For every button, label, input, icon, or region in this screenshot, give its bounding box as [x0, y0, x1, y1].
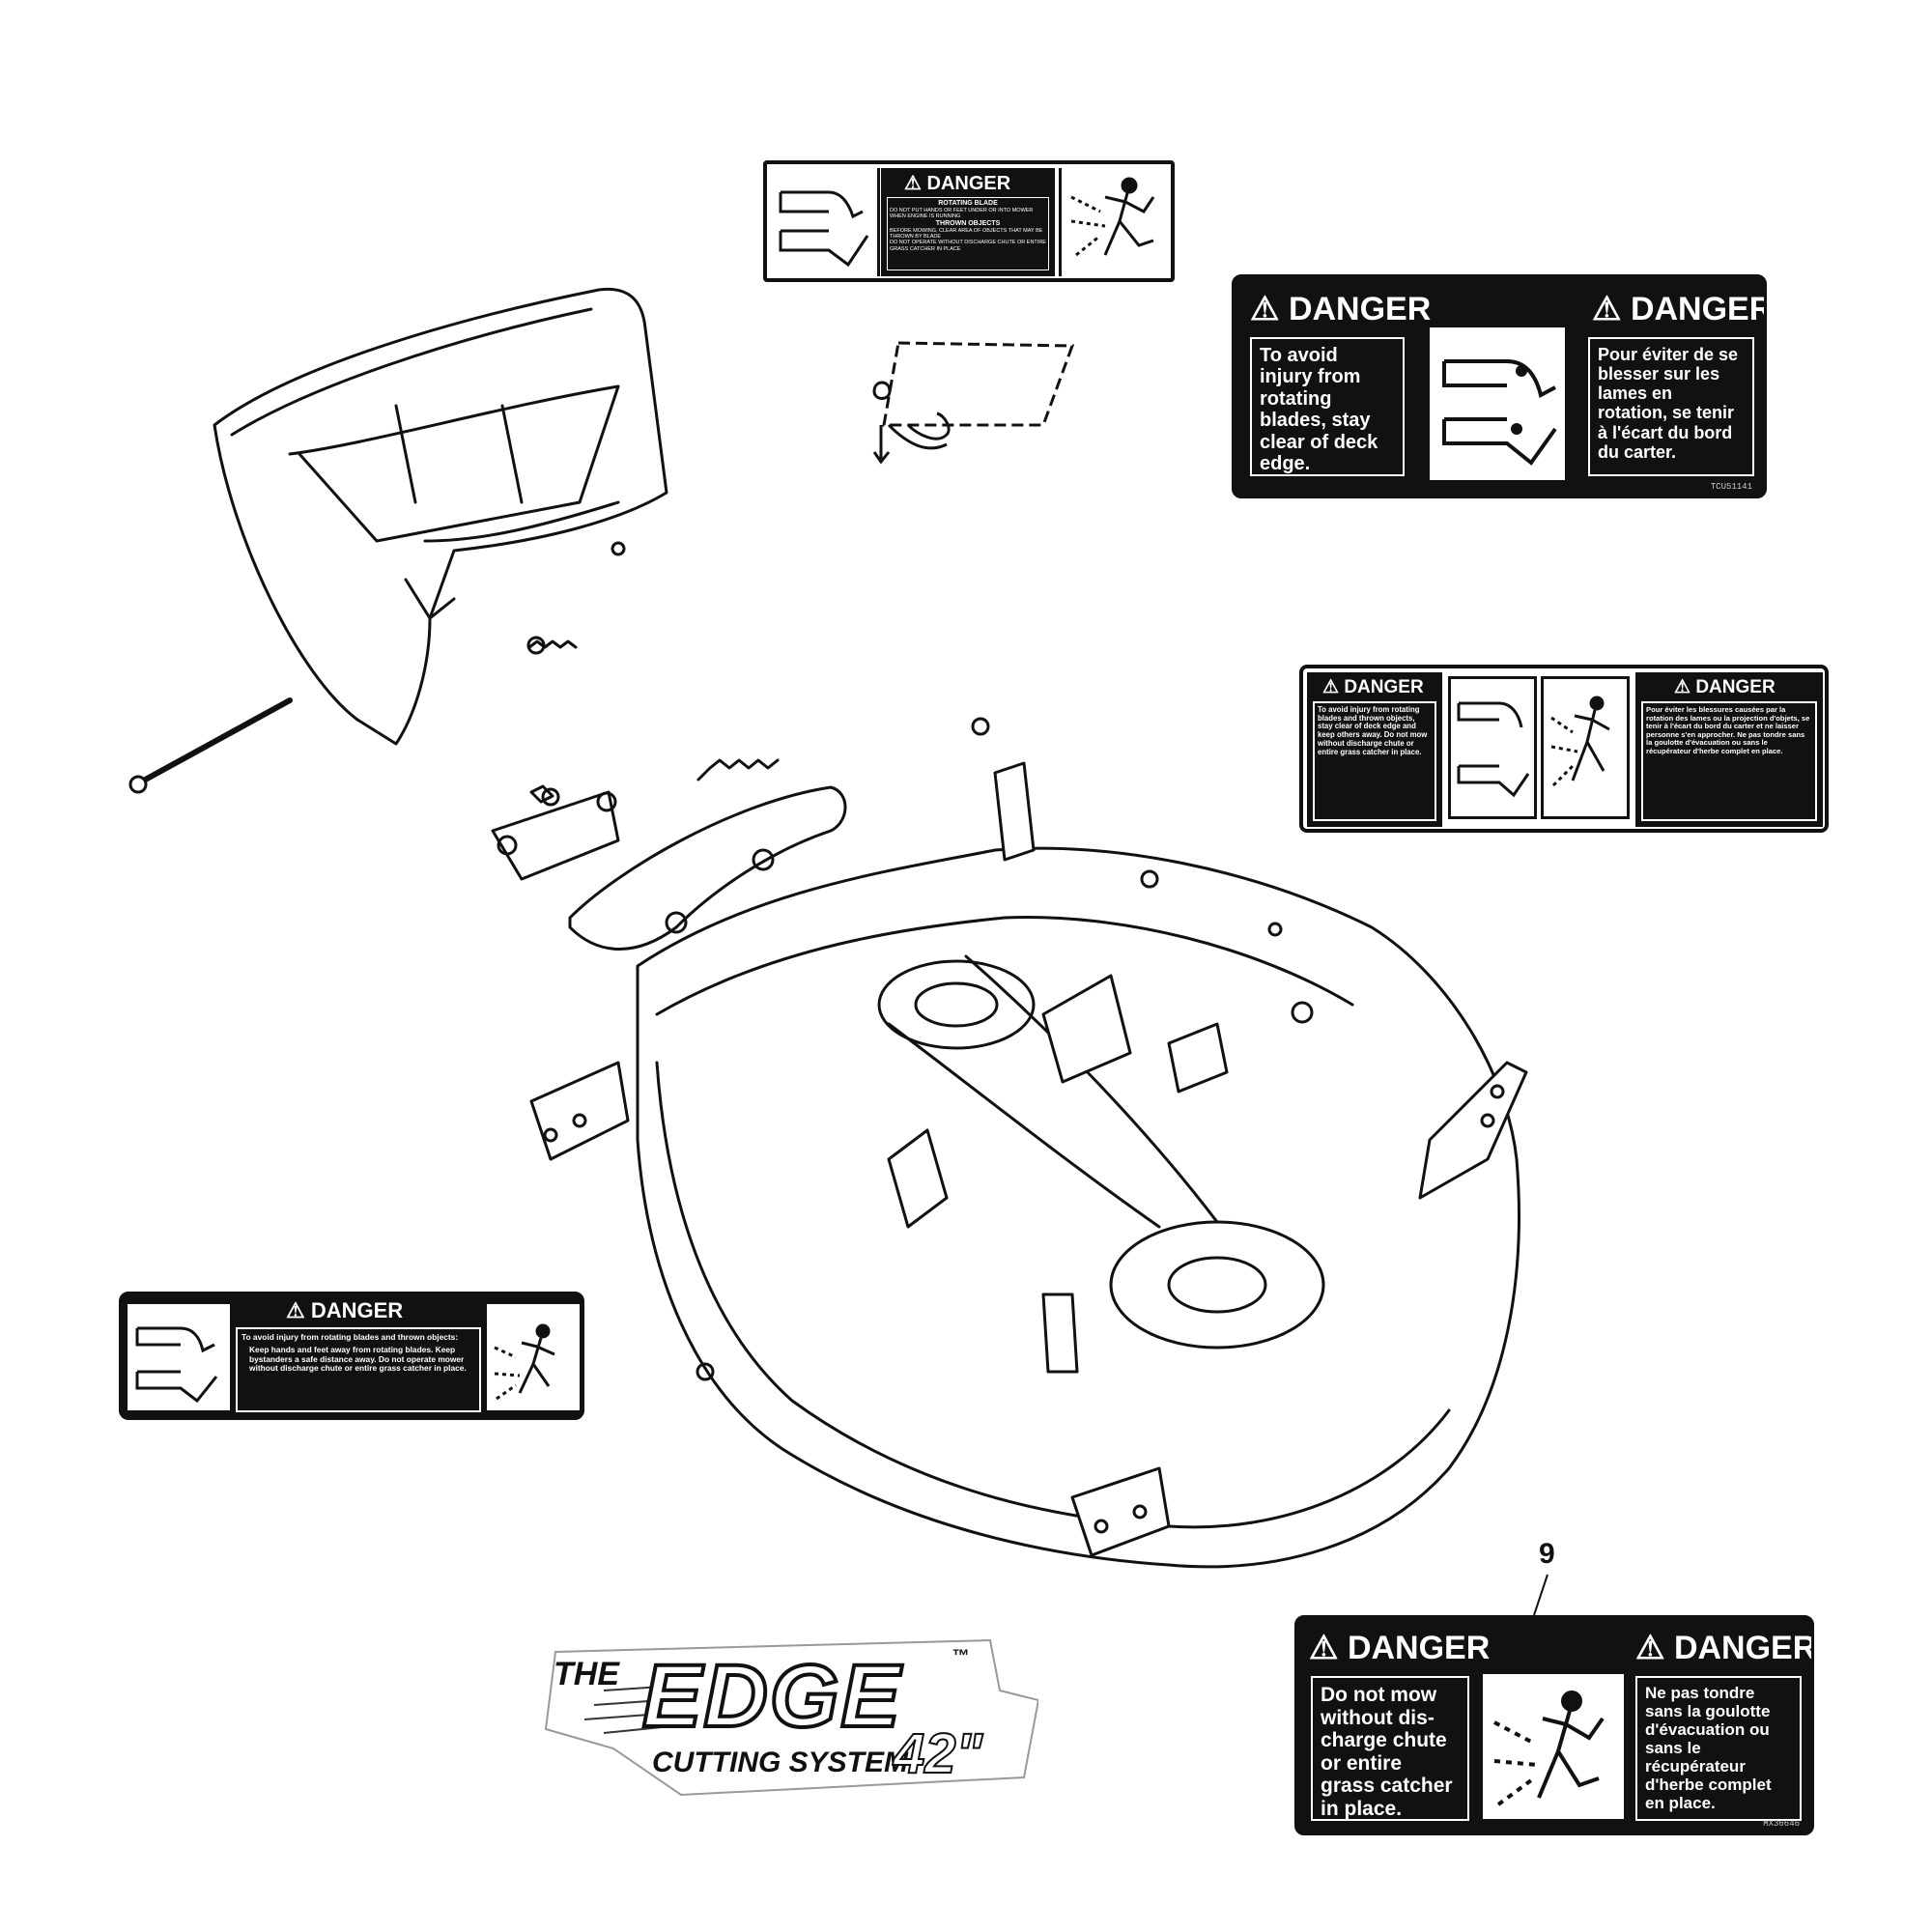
- logo-cutting-system: CUTTING SYSTEM: [652, 1747, 909, 1778]
- hand-hazard-pictogram: [1430, 327, 1565, 480]
- decal-text: DO NOT OPERATE WITHOUT DISCHARGE CHUTE O…: [890, 240, 1046, 252]
- decal-text-fr: Pour éviter les blessures causées par la…: [1641, 701, 1817, 821]
- decal-text-en: To avoid injury from rotating blades, st…: [1250, 337, 1405, 476]
- decal-subtitle: ROTATING BLADE: [938, 200, 998, 207]
- warning-triangle-icon: ⚠: [1635, 1630, 1665, 1666]
- part-code: TCU51141: [1710, 482, 1752, 492]
- decal-text: DO NOT PUT HANDS OR FEET UNDER OR INTO M…: [890, 208, 1034, 220]
- danger-decal-discharge-chute: ⚠ DANGER ⚠ DANGER Do not mow without dis…: [1294, 1615, 1814, 1835]
- callout-number: 9: [1539, 1538, 1555, 1570]
- part-code: MX36646: [1763, 1819, 1800, 1829]
- danger-heading-fr: ⚠ DANGER: [1674, 677, 1776, 697]
- danger-heading-fr: ⚠ DANGER: [1635, 1630, 1814, 1666]
- hand-hazard-pictogram: [1448, 676, 1537, 819]
- warning-triangle-icon: ⚠: [1309, 1630, 1339, 1666]
- warning-triangle-icon: ⚠: [286, 1298, 305, 1322]
- thrown-objects-pictogram: [1059, 168, 1170, 276]
- mower-deck: [529, 717, 1528, 1569]
- decal-text-fr: Ne pas tondre sans la goulotte d'évacuat…: [1635, 1676, 1802, 1821]
- warning-triangle-icon: ⚠: [1322, 677, 1340, 697]
- decal-text-en: To avoid injury from rotating blades and…: [1313, 701, 1436, 821]
- thrown-objects-pictogram: [1541, 676, 1630, 819]
- thrown-objects-pictogram: [487, 1304, 580, 1410]
- decal-intro: To avoid injury from rotating blades and…: [242, 1332, 459, 1342]
- danger-heading-en: ⚠ DANGER: [1309, 1630, 1491, 1666]
- chute-lift-pictogram: [872, 341, 1075, 465]
- hinge-rod: [128, 697, 293, 794]
- logo-trademark: ™: [952, 1646, 969, 1665]
- chute-bracket: [491, 784, 620, 881]
- danger-heading: ⚠ DANGER: [904, 173, 1011, 194]
- decal-subtitle: THROWN OBJECTS: [935, 219, 1001, 227]
- hand-hazard-pictogram: [128, 1304, 230, 1410]
- logo-edge: EDGE: [640, 1645, 902, 1747]
- danger-decal-keep-away: ⚠ DANGER To avoid injury from rotating b…: [119, 1292, 584, 1420]
- danger-decal-thrown-objects: ⚠ DANGER To avoid injury from rotating b…: [1299, 665, 1829, 833]
- warning-triangle-icon: ⚠: [1250, 291, 1280, 327]
- decal-text: BEFORE MOWING, CLEAR AREA OF OBJECTS THA…: [890, 227, 1043, 241]
- warning-triangle-icon: ⚠: [1674, 677, 1691, 697]
- thrown-objects-pictogram: [1483, 1674, 1624, 1819]
- danger-decal-deck-edge: ⚠ DANGER ⚠ DANGER To avoid injury from r…: [1232, 274, 1767, 498]
- danger-heading-en: ⚠ DANGER: [1250, 291, 1432, 327]
- warning-triangle-icon: ⚠: [904, 173, 922, 194]
- danger-heading: ⚠ DANGER: [286, 1298, 404, 1322]
- logo-size: 42": [893, 1721, 983, 1786]
- logo-the: THE: [554, 1656, 619, 1692]
- warning-triangle-icon: ⚠: [1592, 291, 1622, 327]
- decal-text-en: Do not mow without dis- charge chute or …: [1311, 1676, 1469, 1821]
- decal-text-fr: Pour éviter de se blesser sur les lames …: [1588, 337, 1754, 476]
- chute-deflector: [568, 785, 847, 951]
- hand-hazard-pictogram: [771, 168, 880, 276]
- danger-heading-fr: ⚠ DANGER: [1592, 291, 1767, 327]
- decal-text: To avoid injury from rotating blades and…: [236, 1327, 481, 1412]
- logo-outline: [544, 1638, 1038, 1797]
- edge-cutting-system-logo: THE EDGE ™ CUTTING SYSTEM 42": [536, 1633, 1038, 1806]
- torsion-spring: [526, 636, 780, 781]
- decal-bullets: Keep hands and feet away from rotating b…: [249, 1345, 467, 1374]
- discharge-chute: [213, 287, 668, 746]
- danger-heading-en: ⚠ DANGER: [1322, 677, 1424, 697]
- danger-decal-rotating-blade: ⚠ DANGER ROTATING BLADE DO NOT PUT HANDS…: [763, 160, 1175, 282]
